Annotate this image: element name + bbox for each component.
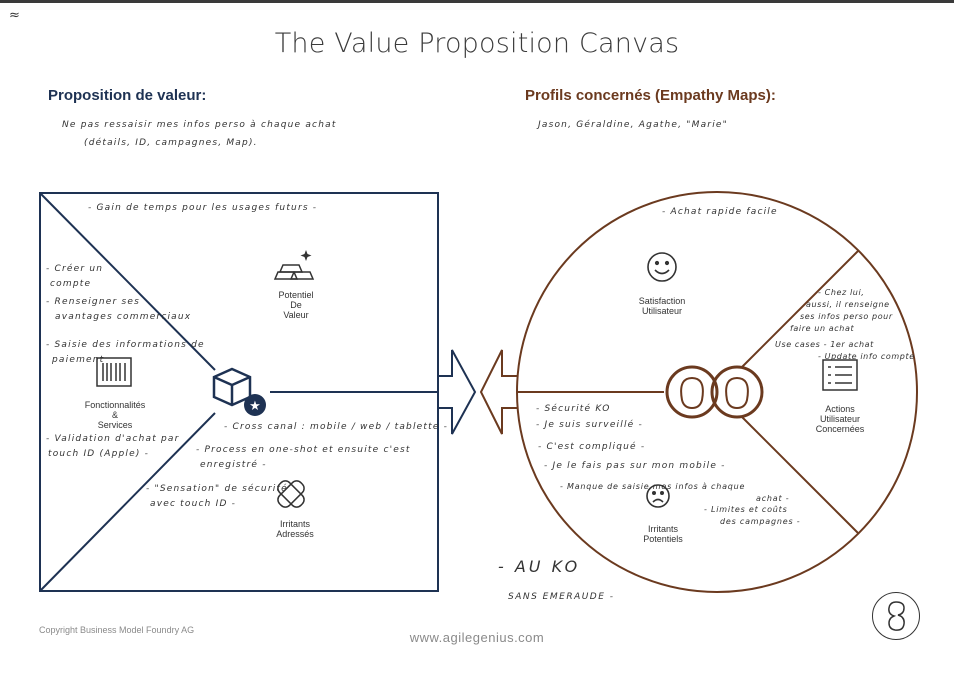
pain-reliever-note-3b: avec touch ID -	[150, 499, 237, 509]
func-note-2b: avantages commerciaux	[55, 312, 192, 322]
func-note-4b: touch ID (Apple) -	[48, 449, 150, 459]
job-note-1a: - Chez lui,	[818, 288, 865, 297]
top-border	[0, 0, 954, 3]
website-link[interactable]: www.agilegenius.com	[409, 630, 545, 645]
products-services-label: Fonctionnalités&Services	[84, 400, 146, 430]
fit-arrows	[438, 349, 477, 435]
menu-wave-icon[interactable]: ≈	[9, 8, 20, 23]
customer-profile-circle	[516, 191, 918, 593]
pain-note-3: - C'est compliqué -	[538, 442, 646, 452]
value-prop-note-1: Ne pas ressaisir mes infos perso à chaqu…	[62, 120, 337, 130]
pain-reliever-note-3a: - "Sensation" de sécurité	[146, 484, 288, 494]
func-note-3b: paiement	[52, 355, 105, 365]
customer-faces-icon	[665, 365, 764, 419]
product-box-icon: ★	[212, 367, 266, 416]
smiley-sad-icon	[646, 484, 670, 508]
pain-note-5a: - Manque de saisie mes infos à chaque	[560, 482, 746, 491]
pain-note-5b: achat -	[756, 494, 790, 503]
bandage-icon	[277, 480, 305, 508]
checklist-icon	[822, 359, 858, 391]
logo-glyph-icon	[888, 601, 905, 631]
pain-note-2: - Je suis surveillé -	[536, 420, 643, 430]
func-note-2a: - Renseigner ses	[46, 297, 140, 307]
pain-reliever-note-1: - Cross canal : mobile / web / tablette …	[224, 422, 449, 432]
profiles-note: Jason, Géraldine, Agathe, "Marie"	[538, 120, 728, 130]
value-prop-note-2: (détails, ID, campagnes, Map).	[84, 138, 258, 148]
customer-profile-heading: Profils concernés (Empathy Maps):	[525, 87, 776, 104]
func-note-4a: - Validation d'achat par	[46, 434, 180, 444]
gain-note: - Gain de temps pour les usages futurs -	[88, 203, 318, 213]
job-note-1b: aussi, il renseigne	[806, 300, 890, 309]
smiley-happy-icon	[647, 252, 677, 282]
job-note-2b: - Update info compte	[818, 352, 915, 361]
pain-note-6b: des campagnes -	[720, 517, 801, 526]
fit-arrow-right	[479, 349, 517, 435]
pain-note-4: - Je le fais pas sur mon mobile -	[544, 461, 726, 471]
value-proposition-heading: Proposition de valeur:	[48, 87, 207, 104]
value-map-square	[39, 192, 439, 592]
svg-text:★: ★	[249, 399, 261, 414]
agile-genius-logo	[872, 592, 920, 640]
bottom-note-1: - AU KO	[498, 557, 581, 576]
job-note-1d: faire un achat	[790, 324, 855, 333]
job-note-2a: Use cases - 1er achat	[775, 340, 874, 349]
func-note-3a: - Saisie des informations de	[46, 340, 205, 350]
job-note-1c: ses infos perso pour	[800, 312, 893, 321]
func-note-1a: - Créer un	[46, 264, 104, 274]
func-note-1b: compte	[50, 279, 92, 289]
pain-note-1: - Sécurité KO	[536, 404, 611, 414]
pain-note-6a: - Limites et coûts	[704, 505, 788, 514]
pain-reliever-note-2b: enregistré -	[200, 460, 267, 470]
gold-bars-icon	[273, 250, 315, 280]
barcode-icon	[96, 357, 132, 387]
page-title: The Value Proposition Canvas	[274, 28, 680, 59]
gain-right-note: - Achat rapide facile	[662, 207, 778, 217]
copyright-text: Copyright Business Model Foundry AG	[39, 625, 195, 635]
bottom-note-2: SANS EMERAUDE -	[508, 592, 615, 602]
pain-reliever-note-2a: - Process en one-shot et ensuite c'est	[196, 445, 411, 455]
